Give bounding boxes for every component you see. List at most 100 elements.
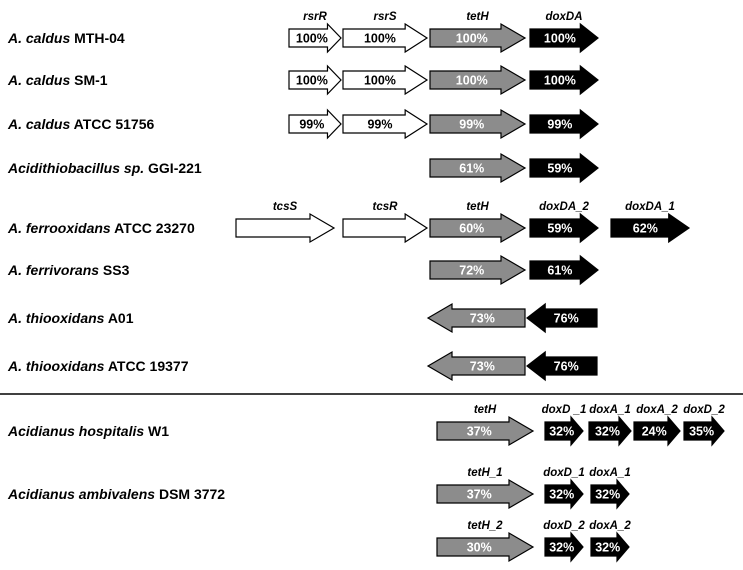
identity-percent: 73% xyxy=(470,312,495,326)
gene-arrow xyxy=(429,152,527,184)
gene-arrow xyxy=(526,302,598,334)
identity-percent: 32% xyxy=(549,488,574,502)
organism-species: Acidianus hospitalis xyxy=(7,423,144,439)
organism-label: Acidianus hospitalis W1 xyxy=(7,423,169,439)
gene-arrow xyxy=(683,415,725,447)
organism-species: A. thiooxidans xyxy=(7,358,105,374)
gene-label: tcsR xyxy=(373,201,399,213)
organism-species: Acidianus ambivalens xyxy=(7,486,155,502)
identity-percent: 76% xyxy=(554,312,579,326)
organism-strain: GGI-221 xyxy=(144,160,202,176)
gene-arrow xyxy=(590,478,630,510)
cluster-row: A. thiooxidans A01 73% 76% xyxy=(7,302,598,334)
identity-percent: 100% xyxy=(296,74,328,88)
identity-percent: 73% xyxy=(470,360,495,374)
gene-label: doxD_2 xyxy=(683,404,725,416)
organism-species: A. ferrivorans xyxy=(7,262,99,278)
gene-arrow xyxy=(342,212,429,244)
gene-label: doxA_2 xyxy=(636,404,678,416)
organism-label: A. caldus MTH-04 xyxy=(7,30,125,46)
identity-percent: 76% xyxy=(554,360,579,374)
gene-arrow xyxy=(429,254,527,286)
gene-label: doxD_1 xyxy=(543,467,585,479)
identity-percent: 60% xyxy=(459,222,484,236)
gene-arrow xyxy=(544,531,584,563)
organism-species: Acidithiobacillus sp. xyxy=(7,160,144,176)
gene-label: rsrS xyxy=(373,11,396,23)
identity-percent: 32% xyxy=(595,541,620,555)
gene-label: tetH xyxy=(474,404,497,416)
gene-label: tcsS xyxy=(273,201,298,213)
gene-arrow xyxy=(590,531,630,563)
organism-strain: DSM 3772 xyxy=(155,486,225,502)
gene-label: tetH xyxy=(466,11,489,23)
organism-label: Acidianus ambivalens DSM 3772 xyxy=(7,486,225,502)
identity-percent: 100% xyxy=(544,32,576,46)
cluster-row: tetH_230%doxD_232%doxA_232% xyxy=(436,520,631,563)
gene-arrow xyxy=(544,478,584,510)
gene-arrow xyxy=(436,478,535,510)
identity-percent: 24% xyxy=(642,425,667,439)
gene-arrow xyxy=(429,212,527,244)
identity-percent: 99% xyxy=(459,118,484,132)
gene-arrow xyxy=(610,212,691,244)
identity-percent: 35% xyxy=(689,425,714,439)
organism-species: A. caldus xyxy=(7,72,70,88)
identity-percent: 99% xyxy=(547,118,572,132)
cluster-row: A. ferrooxidans ATCC 23270 tcsS tcsR tetH 60… xyxy=(7,201,691,244)
cluster-row: Acidithiobacillus sp. GGI-221 61% 59% xyxy=(7,152,599,184)
gene-arrow xyxy=(436,531,535,563)
organism-strain: ATCC 19377 xyxy=(104,358,188,374)
identity-percent: 61% xyxy=(459,162,484,176)
gene-arrow xyxy=(526,350,598,382)
identity-percent: 100% xyxy=(364,32,396,46)
identity-percent: 100% xyxy=(364,74,396,88)
gene-arrow xyxy=(342,64,429,96)
gene-arrow xyxy=(529,152,599,184)
organism-strain: ATCC 51756 xyxy=(70,116,154,132)
gene-arrow xyxy=(429,64,527,96)
gene-label: tetH_2 xyxy=(467,520,503,532)
identity-percent: 37% xyxy=(467,425,492,439)
identity-percent: 100% xyxy=(456,32,488,46)
identity-percent: 100% xyxy=(296,32,328,46)
identity-percent: 99% xyxy=(367,118,392,132)
gene-arrow xyxy=(288,64,342,96)
gene-arrow xyxy=(588,415,632,447)
organism-label: A. thiooxidans A01 xyxy=(7,310,134,326)
cluster-row: Acidianus ambivalens DSM 3772tetH_137%do… xyxy=(7,467,631,510)
gene-label: doxDA_1 xyxy=(625,201,675,213)
gene-arrow xyxy=(426,302,526,334)
organism-species: A. caldus xyxy=(7,116,70,132)
identity-percent: 32% xyxy=(595,425,620,439)
gene-arrow xyxy=(429,22,527,54)
gene-arrow xyxy=(426,350,526,382)
identity-percent: 61% xyxy=(547,264,572,278)
organism-strain: ATCC 23270 xyxy=(111,220,195,236)
gene-arrow xyxy=(436,415,535,447)
gene-arrow xyxy=(633,415,681,447)
organism-strain: A01 xyxy=(104,310,133,326)
gene-arrow xyxy=(342,108,429,140)
organism-label: A. thiooxidans ATCC 19377 xyxy=(7,358,189,374)
gene-label: doxD_2 xyxy=(543,520,585,532)
organism-label: A. caldus SM-1 xyxy=(7,72,108,88)
organism-strain: SM-1 xyxy=(70,72,108,88)
identity-percent: 59% xyxy=(547,162,572,176)
gene-label: doxDA_2 xyxy=(539,201,589,213)
organism-label: A. ferrivorans SS3 xyxy=(7,262,130,278)
identity-percent: 32% xyxy=(549,541,574,555)
organism-strain: W1 xyxy=(144,423,169,439)
identity-percent: 100% xyxy=(456,74,488,88)
identity-percent: 100% xyxy=(544,74,576,88)
gene-arrow xyxy=(529,64,599,96)
gene-label: tetH_1 xyxy=(467,467,502,479)
organism-species: A. ferrooxidans xyxy=(7,220,111,236)
gene-label: tetH xyxy=(466,201,489,213)
organism-label: A. caldus ATCC 51756 xyxy=(7,116,154,132)
gene-arrow xyxy=(342,22,429,54)
cluster-row: A. caldus SM-1 100% 100% 100% 100% xyxy=(7,64,599,96)
